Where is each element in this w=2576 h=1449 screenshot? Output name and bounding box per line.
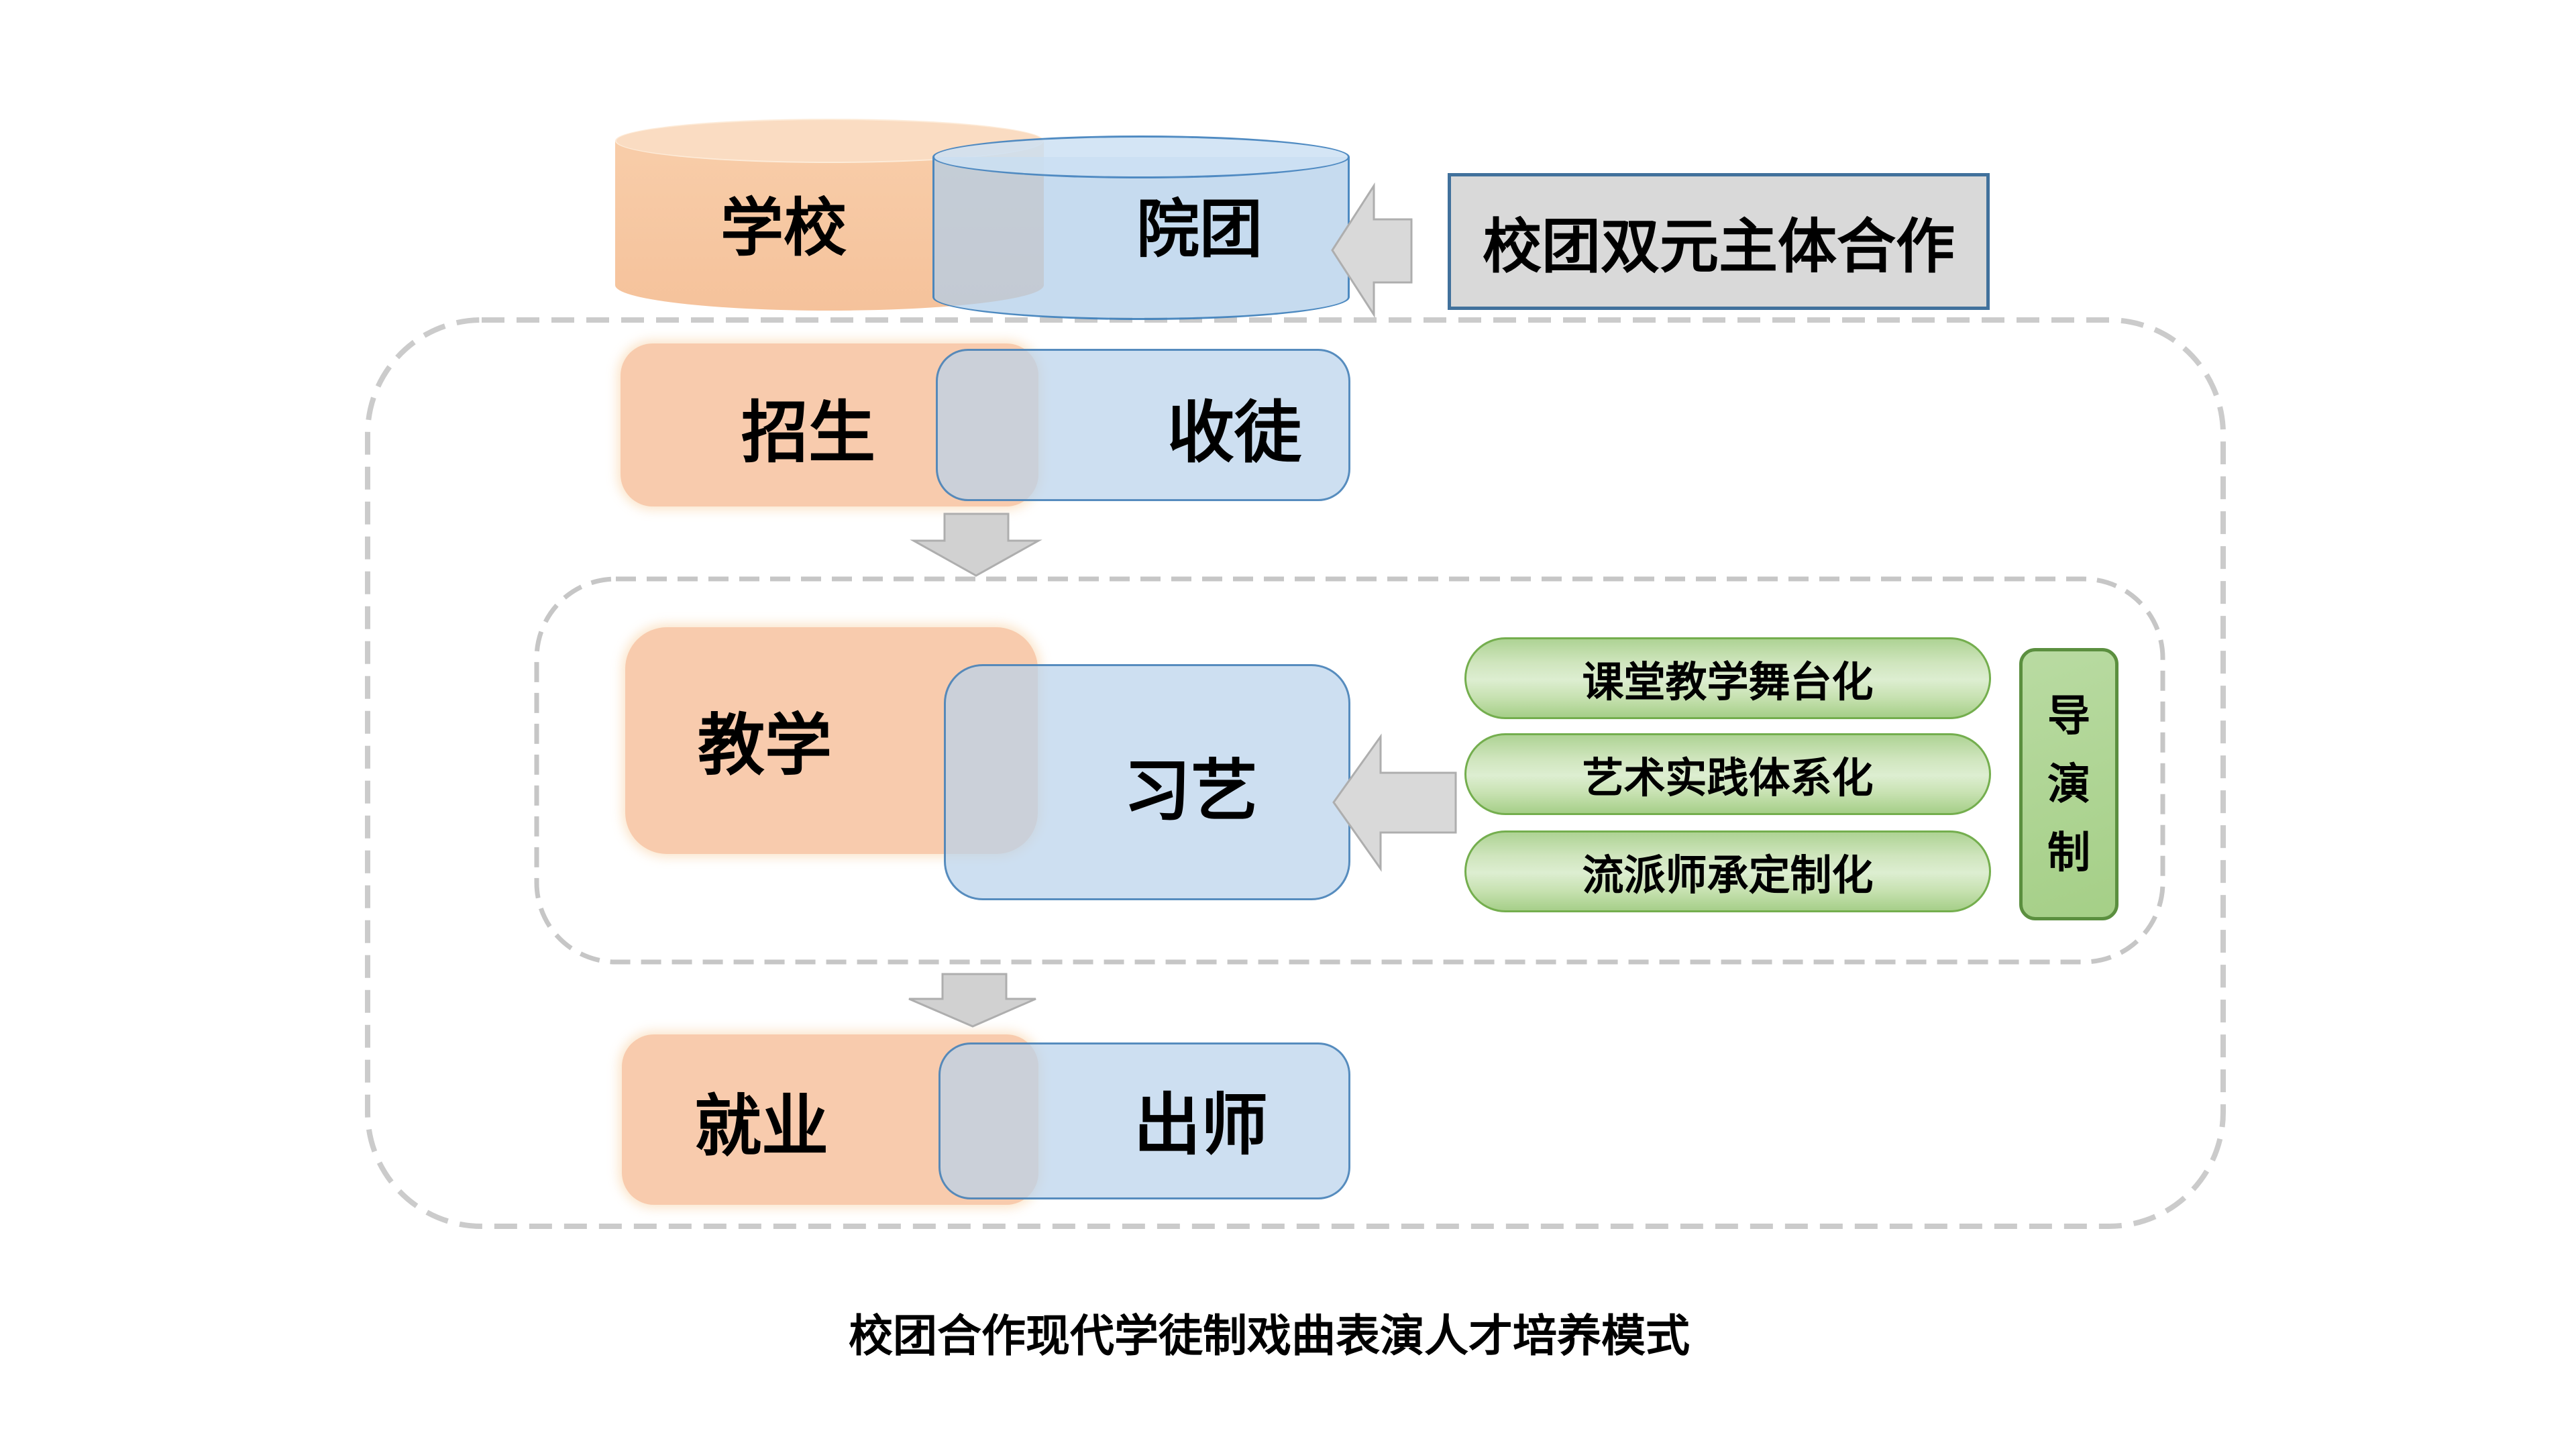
outer-process-dashed-border [365, 317, 2226, 1229]
cooperation-box-label: 校团双元主体合作 [1482, 213, 1955, 280]
learn-art-label: 习艺 [1124, 753, 1258, 829]
employment-label: 就业 [694, 1089, 828, 1165]
teaching-method-pill: 艺术实践体系化 [1464, 733, 1991, 815]
accept-apprentices-label: 收徒 [1167, 395, 1301, 471]
troupe-cylinder-top [932, 136, 1350, 178]
director-system-box: 导演制 [2019, 648, 2118, 920]
school-cylinder-label: 学校 [720, 193, 847, 263]
graduate-apprentice-box [938, 1042, 1350, 1199]
troupe-cylinder-body [932, 157, 1350, 320]
troupe-cylinder-label: 院团 [1136, 194, 1263, 264]
director-system-label: 导演制 [2047, 692, 2090, 877]
teaching-method-label: 课堂教学舞台化 [1582, 659, 1874, 706]
teaching-label: 教学 [698, 708, 832, 784]
teaching-method-pill: 课堂教学舞台化 [1464, 637, 1991, 719]
teaching-method-label: 流派师承定制化 [1582, 853, 1874, 899]
teaching-method-label: 艺术实践体系化 [1582, 755, 1874, 802]
recruit-students-label: 招生 [741, 395, 875, 471]
learn-art-box [944, 664, 1350, 900]
accept-apprentices-box [936, 349, 1350, 501]
teaching-method-pill: 流派师承定制化 [1464, 830, 1991, 912]
inner-teaching-dashed-border [534, 576, 2165, 965]
cooperation-box: 校团双元主体合作 [1448, 173, 1990, 310]
graduate-apprentice-label: 出师 [1134, 1087, 1268, 1163]
diagram-caption: 校团合作现代学徒制戏曲表演人才培养模式 [849, 1311, 1690, 1360]
